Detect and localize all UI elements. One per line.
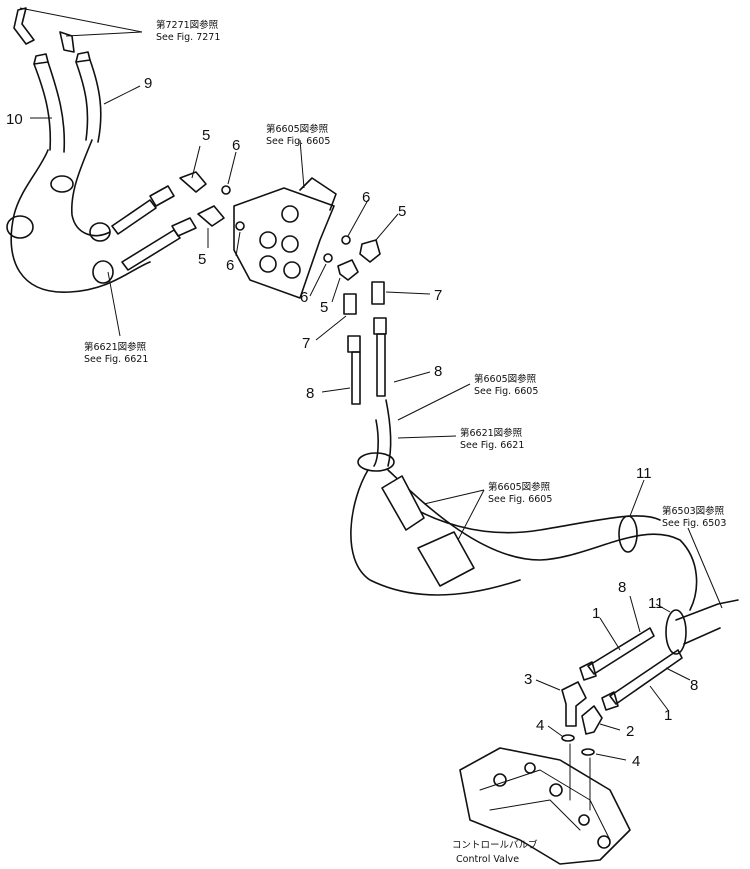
part-number-4: 4 xyxy=(632,753,640,770)
ref-fig6605-mid-en: See Fig. 6605 xyxy=(474,386,538,397)
part-number-5: 5 xyxy=(198,251,206,268)
adapter-7 xyxy=(343,281,385,315)
part-number-5: 5 xyxy=(202,127,210,144)
part-number-5: 5 xyxy=(320,299,328,316)
part-number-11: 11 xyxy=(636,465,652,482)
part-number-11: 11 xyxy=(648,595,664,612)
elbow-fitting-2 xyxy=(581,705,603,735)
part-number-10: 10 xyxy=(6,111,23,128)
ref-fig6605-low-jp: 第6605図参照 xyxy=(488,481,551,493)
part-number-6: 6 xyxy=(300,289,308,306)
ref-fig6621-mid-en: See Fig. 6621 xyxy=(460,440,524,451)
o-ring-6 xyxy=(221,185,351,263)
ref-fig6621-mid-jp: 第6621図参照 xyxy=(460,427,523,439)
ref-fig6503-en: See Fig. 6503 xyxy=(662,518,726,529)
elbow-fitting-5 xyxy=(337,239,381,281)
hose-8 xyxy=(347,317,387,405)
part-number-8: 8 xyxy=(618,579,626,596)
manifold-block xyxy=(233,177,337,299)
hose-9 xyxy=(59,31,114,284)
part-number-6: 6 xyxy=(362,189,370,206)
ref-fig6605-top-jp: 第6605図参照 xyxy=(266,123,329,135)
part-number-8: 8 xyxy=(306,385,314,402)
part-number-3: 3 xyxy=(524,671,532,688)
ref-fig6621-left-jp: 第6621図参照 xyxy=(84,341,147,353)
o-ring-4 xyxy=(561,734,595,756)
part-number-8: 8 xyxy=(690,677,698,694)
elbow-fitting-3 xyxy=(561,681,587,727)
part-number-7: 7 xyxy=(302,335,310,352)
hose-1 xyxy=(579,599,739,711)
part-number-8: 8 xyxy=(434,363,442,380)
ref-fig6605-mid-jp: 第6605図参照 xyxy=(474,373,537,385)
ref-fig6605-top-en: See Fig. 6605 xyxy=(266,136,330,147)
part-number-6: 6 xyxy=(232,137,240,154)
ref-fig6605-low-en: See Fig. 6605 xyxy=(488,494,552,505)
ref-fig7271-jp: 第7271図参照 xyxy=(156,19,219,31)
ref-fig6503-jp: 第6503図参照 xyxy=(662,505,725,517)
control-valve-label-en: Control Valve xyxy=(456,854,519,865)
part-number-1: 1 xyxy=(592,605,600,622)
control-valve xyxy=(459,743,631,865)
part-number-5: 5 xyxy=(398,203,406,220)
ref-fig6621-left-en: See Fig. 6621 xyxy=(84,354,148,365)
hose-fitting-upper xyxy=(111,171,225,271)
control-valve-label-jp: コントロールバルブ xyxy=(452,839,538,851)
part-number-1: 1 xyxy=(664,707,672,724)
hose-bundle xyxy=(350,399,698,611)
part-number-7: 7 xyxy=(434,287,442,304)
ref-fig7271-en: See Fig. 7271 xyxy=(156,32,220,43)
leader-lines xyxy=(107,139,723,761)
part-number-2: 2 xyxy=(626,723,634,740)
hose-10 xyxy=(6,7,151,293)
part-number-6: 6 xyxy=(226,257,234,274)
part-number-9: 9 xyxy=(144,75,152,92)
part-number-4: 4 xyxy=(536,717,544,734)
